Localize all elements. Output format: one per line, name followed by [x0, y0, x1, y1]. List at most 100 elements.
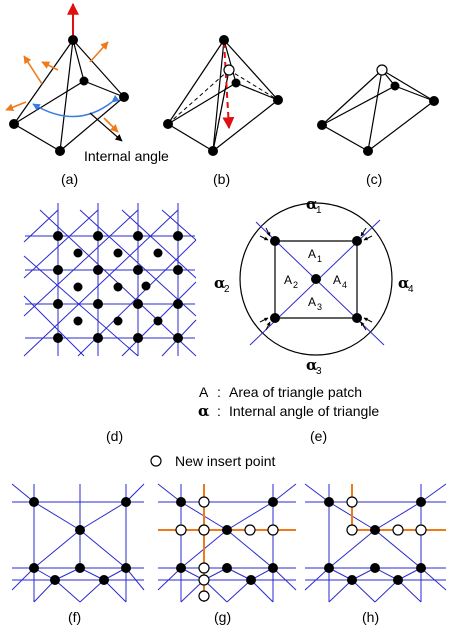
svg-text:A: A	[308, 295, 316, 309]
area-1-label: A 1	[308, 247, 322, 264]
node	[73, 248, 83, 258]
panel-c: (c)	[317, 64, 439, 187]
panel-d-grid-lines	[23, 203, 197, 357]
alpha-4-label: α 4	[398, 274, 414, 295]
svg-text:4: 4	[408, 284, 414, 295]
panel-d-nodes	[53, 231, 183, 343]
node	[93, 265, 103, 275]
node	[231, 78, 241, 88]
insert-point	[175, 524, 187, 536]
caption-a: (a)	[61, 171, 78, 187]
caption-g: (g)	[214, 609, 231, 625]
legend-area-sep: :	[217, 384, 221, 400]
legend-area-key: A	[199, 384, 209, 400]
panel-g-insert-points	[175, 496, 279, 602]
insert-point	[415, 524, 427, 536]
insert-point	[244, 524, 256, 536]
node	[246, 575, 256, 585]
legend-area-text: Area of triangle patch	[229, 384, 362, 400]
svg-text:2: 2	[293, 280, 298, 290]
node	[390, 81, 400, 91]
panel-c-edges	[321, 69, 435, 152]
legend-angle-text: Internal angle of triangle	[229, 403, 379, 419]
alpha-2-label: α 2	[214, 274, 230, 295]
node	[113, 316, 123, 326]
angle-circle	[239, 202, 393, 356]
moved-node	[223, 64, 235, 76]
svg-text:A: A	[308, 247, 316, 261]
svg-text:α: α	[214, 274, 226, 292]
node	[153, 316, 163, 326]
node	[370, 563, 380, 573]
panel-e-nodes	[270, 236, 362, 323]
area-4-label: A 4	[333, 273, 347, 290]
panel-a-nodes	[9, 35, 129, 156]
node	[50, 575, 60, 585]
legend-angle-sep: :	[217, 403, 221, 419]
node	[270, 236, 280, 246]
vertex-move-arrow	[222, 41, 235, 130]
node	[79, 76, 89, 86]
insert-point	[198, 562, 210, 574]
node	[173, 265, 183, 275]
node	[73, 282, 83, 292]
node	[68, 35, 78, 45]
svg-text:α: α	[398, 274, 410, 292]
insert-point	[198, 496, 210, 508]
svg-text:1: 1	[316, 205, 322, 216]
caption-h: (h)	[362, 609, 379, 625]
insert-point	[198, 590, 210, 602]
node	[311, 274, 321, 284]
node	[173, 299, 183, 309]
caption-c: (c)	[366, 171, 382, 187]
panel-f-nodes	[29, 497, 131, 585]
panel-h-nodes	[324, 497, 426, 585]
internal-angle-pointer	[89, 112, 123, 142]
caption-b: (b)	[213, 171, 230, 187]
node	[121, 563, 131, 573]
node	[176, 497, 186, 507]
svg-text:α: α	[306, 356, 318, 374]
node	[416, 563, 426, 573]
node	[141, 281, 151, 291]
node	[133, 333, 143, 343]
node	[53, 333, 63, 343]
node	[416, 497, 426, 507]
panel-c-nodes	[317, 81, 439, 156]
node	[352, 313, 362, 323]
node	[119, 92, 129, 102]
panel-b-nodes	[163, 35, 283, 156]
node	[73, 316, 83, 326]
insert-point-symbol	[150, 455, 162, 467]
insert-point	[346, 496, 358, 508]
panel-h-insert-lines	[351, 484, 446, 531]
insert-point	[392, 524, 404, 536]
angle-arrow-heads	[259, 227, 373, 331]
node	[273, 95, 283, 105]
panel-a: Internal angle (a)	[5, 2, 169, 187]
panel-b-edges	[167, 39, 279, 152]
node	[93, 231, 103, 241]
node	[133, 299, 143, 309]
node	[393, 575, 403, 585]
svg-text:A: A	[284, 273, 292, 287]
node	[113, 248, 123, 258]
node	[173, 231, 183, 241]
node	[53, 299, 63, 309]
node	[121, 497, 131, 507]
internal-angle-label: Internal angle	[84, 148, 169, 164]
caption-e: (e)	[310, 428, 327, 444]
legend-angle-key: α	[198, 402, 210, 420]
panel-e: α 1 α 2 α 3 α 4 A 1 A 2 A 3 A 4	[198, 195, 414, 444]
internal-angle-arc	[32, 94, 120, 118]
node	[270, 313, 280, 323]
square-edges	[274, 240, 358, 319]
node	[222, 563, 232, 573]
node	[53, 231, 63, 241]
node	[429, 96, 439, 106]
node	[222, 525, 232, 535]
svg-text:A: A	[333, 273, 341, 287]
node	[347, 575, 357, 585]
node	[55, 146, 65, 156]
